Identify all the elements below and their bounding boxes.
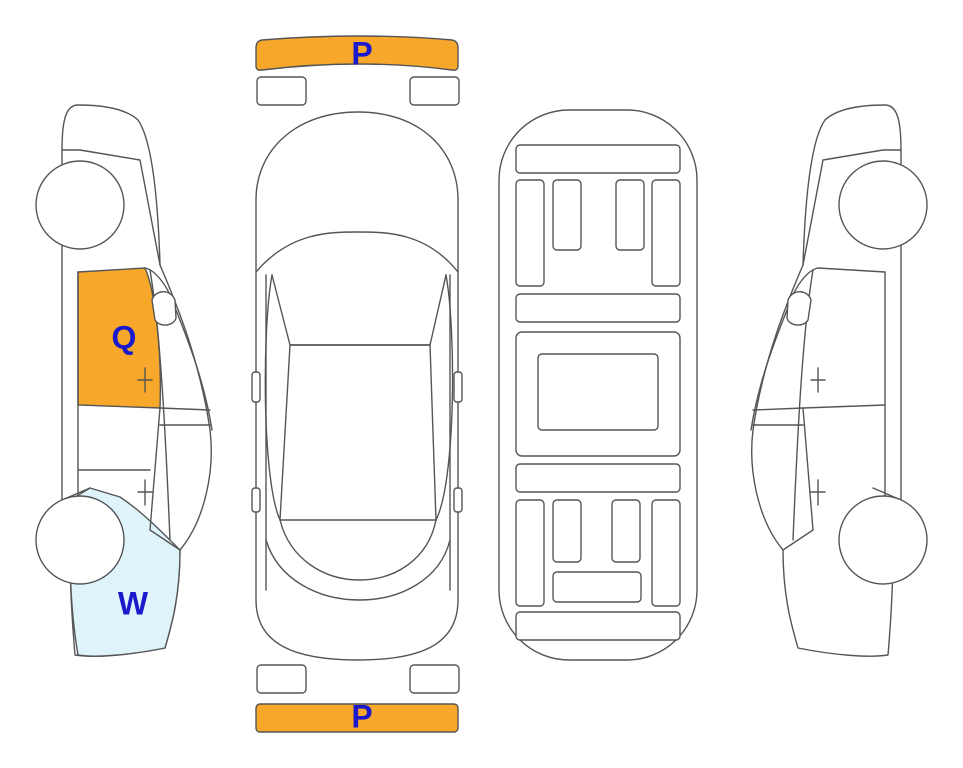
front-right-headlight (409, 76, 460, 106)
top-view-car (251, 111, 463, 661)
rear-bumper (255, 703, 459, 733)
underbody-view (498, 109, 698, 661)
left-front-wheel (35, 495, 125, 585)
front-bumper-label: P (351, 35, 372, 71)
front-bumper-group[interactable]: P (255, 35, 459, 71)
rear-left-taillight (256, 664, 307, 694)
left-front-door-label: Q (112, 319, 137, 355)
rear-right-taillight (409, 664, 460, 694)
top-view-body (255, 111, 459, 661)
left-front-fender-label: W (118, 585, 149, 621)
rear-bumper-label: P (351, 698, 372, 734)
rear-bumper-group[interactable]: P (255, 698, 459, 734)
front-left-headlight (256, 76, 307, 106)
right-side-view (750, 104, 928, 657)
left-rear-wheel (35, 160, 125, 250)
left-side-view: Q W (35, 104, 213, 657)
front-bumper (255, 35, 459, 71)
